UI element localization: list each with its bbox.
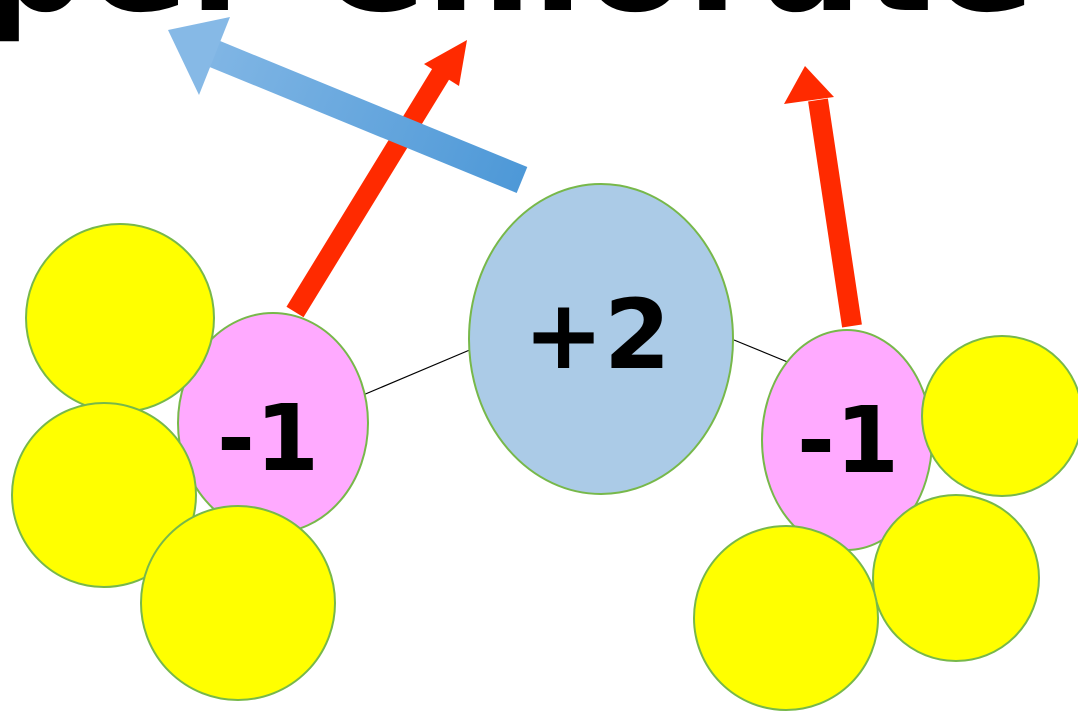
oxygen-atom-left-bottom: [140, 505, 336, 701]
right-anion-charge: -1: [797, 387, 899, 494]
oxygen-atom-right-middle: [872, 494, 1040, 662]
red-arrow-right: [784, 66, 862, 328]
blue-arrow: [168, 17, 528, 193]
bond-line-right: [733, 339, 791, 364]
oxygen-atom-right-top: [921, 335, 1078, 497]
oxygen-atom-left-middle: [11, 402, 197, 588]
center-cation: [468, 183, 734, 495]
red-arrow-left: [286, 40, 467, 318]
oxygen-atom-right-bottom: [693, 525, 879, 711]
center-cation-charge: +2: [523, 279, 670, 391]
left-anion-charge: -1: [217, 385, 319, 492]
bond-line-left: [355, 348, 473, 399]
diagram-title: per Chlorate: [0, 0, 1035, 46]
oxygen-atom-left-top: [25, 223, 215, 413]
